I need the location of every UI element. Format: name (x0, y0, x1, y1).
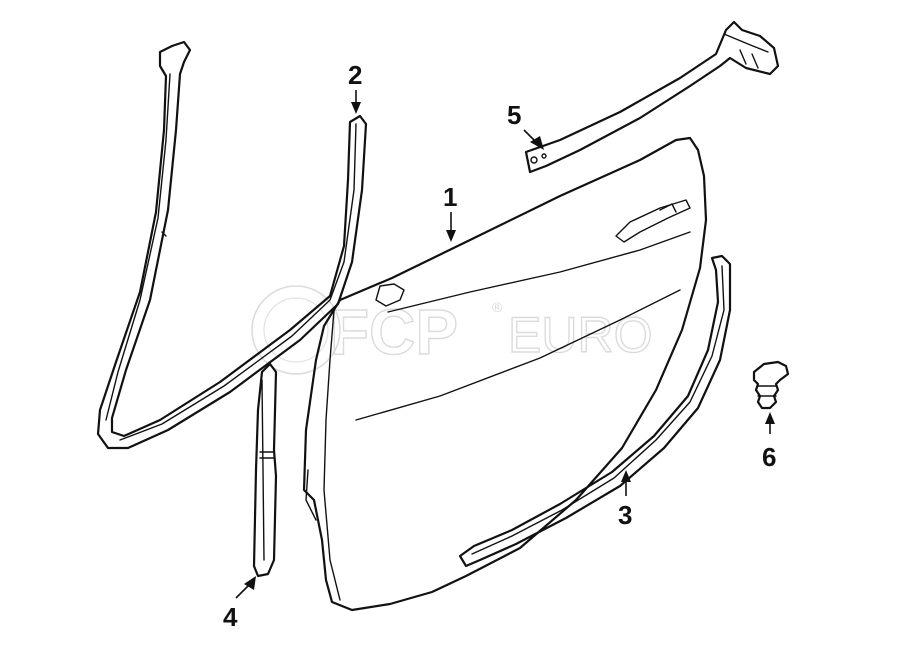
watermark-brand-sub: EURO (508, 307, 652, 363)
callout-2: 2 (348, 60, 362, 90)
frame-seal-part (96, 40, 368, 450)
window-channel-seal-part (524, 20, 780, 174)
watermark-brand-main: FCP (330, 296, 458, 368)
callout-1: 1 (443, 182, 457, 212)
retaining-clip-part (752, 360, 790, 410)
callout-leaders (235, 90, 775, 599)
watermark-ring-inner-icon (263, 297, 329, 363)
callout-5: 5 (507, 100, 521, 130)
watermark: FCP EURO ® (251, 285, 653, 375)
watermark-ring-icon (251, 285, 341, 375)
front-vertical-seal-part (252, 362, 278, 578)
watermark-registered-mark: ® (492, 299, 503, 315)
door-shell-part (302, 136, 708, 612)
callout-labels: 1 2 3 4 5 6 (223, 60, 776, 632)
rear-edge-seal-part (458, 254, 732, 568)
callout-4: 4 (223, 602, 238, 632)
callout-6: 6 (762, 442, 776, 472)
callout-3: 3 (618, 500, 632, 530)
